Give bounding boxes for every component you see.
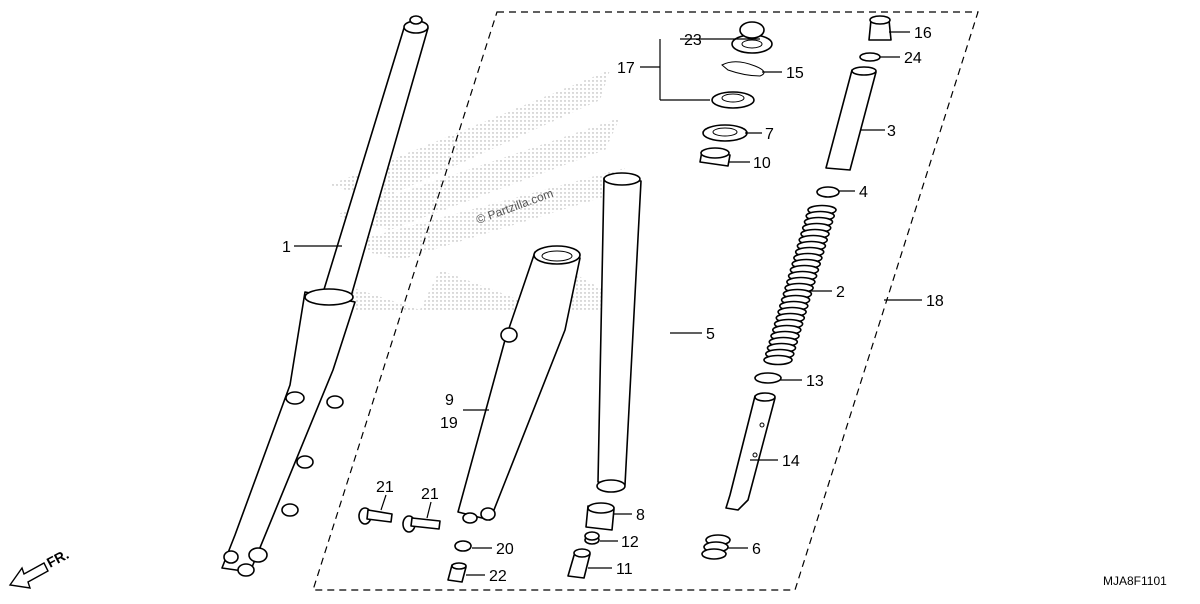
callout-15: 15 (786, 65, 804, 82)
part-fork-assembly (221, 15, 429, 577)
part-damper-rod (725, 392, 776, 511)
part-bushing (585, 502, 615, 531)
callout-5: 5 (706, 326, 715, 343)
callout-21-second: 21 (421, 486, 439, 503)
callout-9: 9 (445, 392, 454, 409)
part-axle-pinch-bolt-2 (402, 515, 441, 533)
spring-coil (763, 354, 793, 366)
part-guide-bushing (699, 147, 731, 167)
callout-3: 3 (887, 123, 896, 140)
callout-23: 23 (684, 32, 702, 49)
part-axle-pinch-bolt (358, 507, 393, 525)
part-collar (584, 531, 600, 545)
part-fork-tube (596, 172, 642, 493)
callout-22: 22 (489, 568, 507, 585)
part-washer (702, 124, 748, 142)
part-spacer (825, 66, 877, 171)
callout-8: 8 (636, 507, 645, 524)
part-oil-seal (711, 91, 755, 109)
front-direction-marker: FR. (8, 546, 71, 589)
callout-7: 7 (765, 126, 774, 143)
callout-2: 2 (836, 284, 845, 301)
part-rebound-spring (701, 534, 731, 560)
part-socket-bolt (447, 562, 467, 583)
callout-18: 18 (926, 293, 944, 310)
callout-21: 21 (376, 479, 394, 496)
part-fork-spring (763, 204, 837, 366)
callout-12: 12 (621, 534, 639, 551)
callout-1: 1 (282, 239, 291, 256)
diagram-code: MJA8F1101 (1103, 574, 1167, 588)
part-oil-lock-piece (567, 548, 591, 579)
part-clip (721, 61, 765, 77)
part-piston-ring (754, 372, 782, 384)
part-spring-seat (816, 186, 840, 198)
callout-14: 14 (782, 453, 800, 470)
callout-20: 20 (496, 541, 514, 558)
part-cap-bolt (868, 15, 892, 41)
callout-labels: 1 2 3 4 5 6 7 8 9 19 10 11 12 13 14 15 1… (282, 25, 944, 585)
callout-11: 11 (616, 561, 633, 578)
callout-4: 4 (859, 184, 868, 201)
part-sealing-washer (454, 540, 472, 552)
callout-19: 19 (440, 415, 458, 432)
part-fork-slider (457, 245, 581, 524)
leader-lines (294, 31, 922, 576)
assembly-boundary (312, 11, 979, 591)
callout-10: 10 (753, 155, 771, 172)
part-dust-seal (731, 21, 773, 54)
callout-6: 6 (752, 541, 761, 558)
front-arrow-icon (8, 562, 49, 589)
callout-17: 17 (617, 60, 635, 77)
callout-16: 16 (914, 25, 932, 42)
front-marker-label: FR. (44, 546, 71, 571)
part-o-ring (859, 52, 881, 62)
callout-13: 13 (806, 373, 824, 390)
callout-24: 24 (904, 50, 922, 67)
